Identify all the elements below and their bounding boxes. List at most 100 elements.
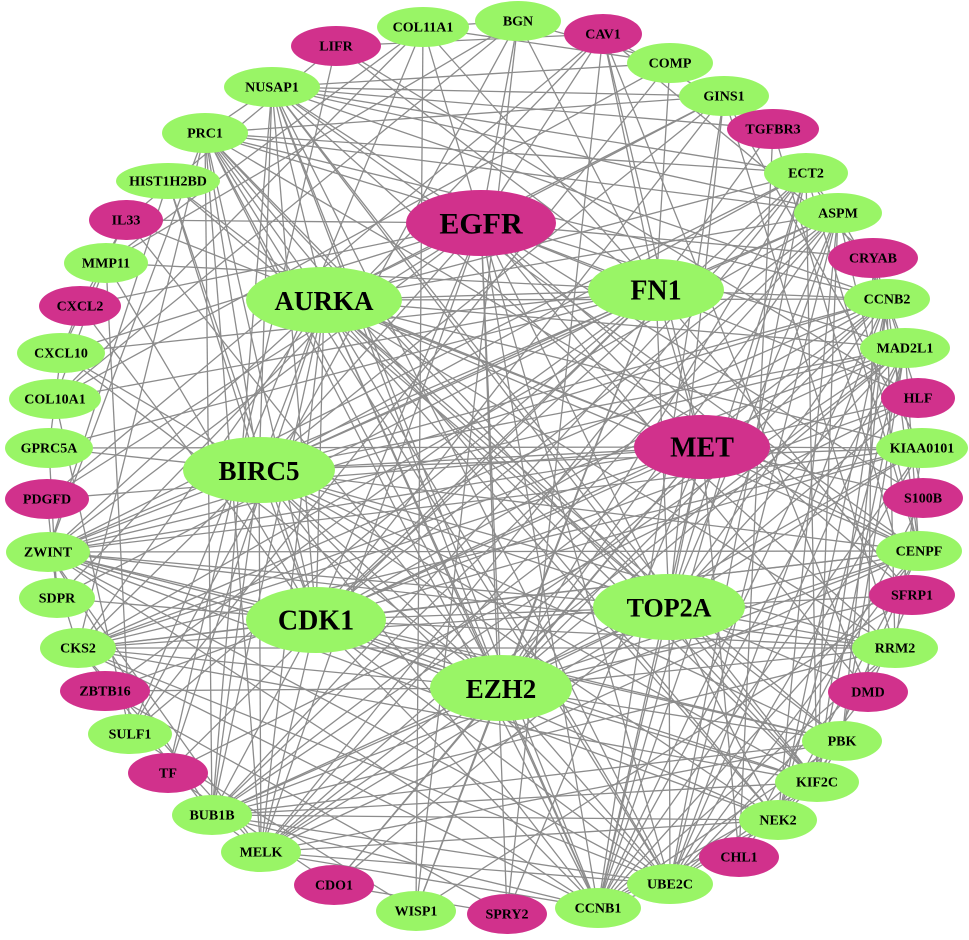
node-met[interactable]: MET: [634, 415, 770, 479]
edge-birc5-cenpf: [258, 469, 920, 552]
node-label: SULF1: [109, 728, 152, 743]
node-gins1[interactable]: GINS1: [679, 76, 769, 116]
node-label: NUSAP1: [245, 81, 299, 96]
edge-birc5-top2a: [258, 469, 670, 608]
edge-cdk1-mad2l1: [315, 347, 906, 621]
node-cxcl10[interactable]: CXCL10: [17, 333, 105, 373]
node-cks2[interactable]: CKS2: [40, 628, 116, 668]
edge-kiaa0101-ube2c: [669, 447, 923, 885]
node-zwint[interactable]: ZWINT: [6, 532, 90, 572]
edge-met-ccnb1: [597, 446, 703, 909]
node-fn1[interactable]: FN1: [588, 259, 724, 321]
node-label: CENPF: [896, 545, 943, 560]
node-ect2[interactable]: ECT2: [764, 153, 848, 193]
edge-cdk1-hist1h2bd: [167, 180, 317, 621]
node-col10a1[interactable]: COL10A1: [9, 379, 101, 419]
node-melk[interactable]: MELK: [221, 832, 301, 872]
node-label: PDGFD: [23, 493, 71, 508]
edge-met-pdgfd: [46, 446, 703, 500]
node-label: TOP2A: [627, 594, 712, 623]
node-ube2c[interactable]: UBE2C: [627, 864, 713, 904]
node-chl1[interactable]: CHL1: [699, 837, 779, 877]
node-top2a[interactable]: TOP2A: [593, 574, 745, 640]
node-ellipse: [246, 587, 386, 653]
node-ccnb1[interactable]: CCNB1: [555, 888, 641, 928]
edge-ezh2-mad2l1: [500, 347, 906, 689]
node-kif2c[interactable]: KIF2C: [775, 762, 859, 802]
edge-prc1-kif2c: [204, 132, 818, 783]
node-cenpf[interactable]: CENPF: [876, 531, 962, 571]
edge-aurka-top2a: [323, 299, 670, 608]
node-aspm[interactable]: ASPM: [794, 193, 882, 233]
edge-ccnb2-ube2c: [669, 298, 888, 885]
edge-layer: [46, 20, 924, 915]
edge-cdk1-melk: [260, 619, 317, 853]
node-nek2[interactable]: NEK2: [739, 800, 817, 840]
edge-ccnb2-melk: [260, 298, 888, 853]
node-cryab[interactable]: CRYAB: [828, 238, 918, 278]
edge-hlf-tf: [167, 397, 919, 774]
node-ellipse: [467, 894, 547, 934]
node-ellipse: [9, 379, 101, 419]
node-dmd[interactable]: DMD: [828, 672, 908, 712]
edge-egfr-top2a: [480, 222, 670, 608]
node-sfrp1[interactable]: SFRP1: [869, 575, 955, 615]
node-tf[interactable]: TF: [128, 753, 208, 793]
node-kiaa0101[interactable]: KIAA0101: [876, 428, 968, 468]
node-cxcl2[interactable]: CXCL2: [39, 286, 121, 326]
node-cav1[interactable]: CAV1: [564, 14, 642, 54]
node-ezh2[interactable]: EZH2: [430, 655, 572, 721]
node-egfr[interactable]: EGFR: [406, 190, 556, 256]
node-label: CXCL2: [57, 300, 104, 315]
edge-ect2-ccnb1: [597, 172, 807, 909]
edge-top2a-ube2c: [668, 606, 671, 885]
node-label: CDO1: [315, 879, 353, 894]
edge-aspm-bub1b: [211, 212, 839, 816]
edge-fn1-comp: [655, 62, 671, 291]
node-s100b[interactable]: S100B: [883, 478, 963, 518]
node-comp[interactable]: COMP: [627, 43, 713, 83]
node-mmp11[interactable]: MMP11: [64, 243, 148, 283]
node-gprc5a[interactable]: GPRC5A: [5, 428, 93, 468]
edge-ezh2-melk: [260, 687, 502, 853]
node-rrm2[interactable]: RRM2: [852, 628, 938, 668]
node-nusap1[interactable]: NUSAP1: [224, 67, 320, 107]
node-label: MELK: [240, 846, 283, 861]
edge-ccnb1-zwint: [47, 551, 599, 909]
node-cdo1[interactable]: CDO1: [294, 865, 374, 905]
node-label: COL10A1: [24, 393, 85, 408]
node-pdgfd[interactable]: PDGFD: [5, 479, 89, 519]
node-sdpr[interactable]: SDPR: [19, 578, 95, 618]
node-spry2[interactable]: SPRY2: [467, 894, 547, 934]
node-hist1h2bd[interactable]: HIST1H2BD: [116, 163, 220, 199]
node-sulf1[interactable]: SULF1: [88, 714, 172, 754]
node-aurka[interactable]: AURKA: [246, 267, 402, 333]
node-ellipse: [844, 279, 930, 319]
node-ellipse: [246, 267, 402, 333]
node-ellipse: [852, 628, 938, 668]
node-lifr[interactable]: LIFR: [291, 26, 381, 66]
edge-nusap1-ccnb1: [271, 86, 599, 909]
node-ccnb2[interactable]: CCNB2: [844, 279, 930, 319]
node-bub1b[interactable]: BUB1B: [172, 795, 252, 835]
node-tgfbr3[interactable]: TGFBR3: [727, 109, 819, 149]
edge-aspm-kif2c: [816, 212, 839, 783]
node-label: CRYAB: [849, 252, 897, 267]
node-zbtb16[interactable]: ZBTB16: [60, 671, 150, 711]
node-pbk[interactable]: PBK: [802, 721, 882, 761]
node-hlf[interactable]: HLF: [881, 378, 955, 418]
node-ellipse: [564, 14, 642, 54]
edge-fn1-zbtb16: [104, 289, 657, 692]
node-birc5[interactable]: BIRC5: [183, 437, 335, 503]
node-bgn[interactable]: BGN: [475, 1, 561, 41]
edge-ube2c-zwint: [47, 551, 671, 885]
node-mad2l1[interactable]: MAD2L1: [860, 328, 950, 368]
node-cdk1[interactable]: CDK1: [246, 587, 386, 653]
node-prc1[interactable]: PRC1: [162, 113, 248, 153]
node-il33[interactable]: IL33: [89, 200, 163, 240]
edge-prc1-aspm: [204, 132, 839, 214]
edge-aurka-ect2: [323, 172, 807, 301]
node-wisp1[interactable]: WISP1: [376, 891, 456, 931]
node-col11a1[interactable]: COL11A1: [377, 7, 469, 47]
